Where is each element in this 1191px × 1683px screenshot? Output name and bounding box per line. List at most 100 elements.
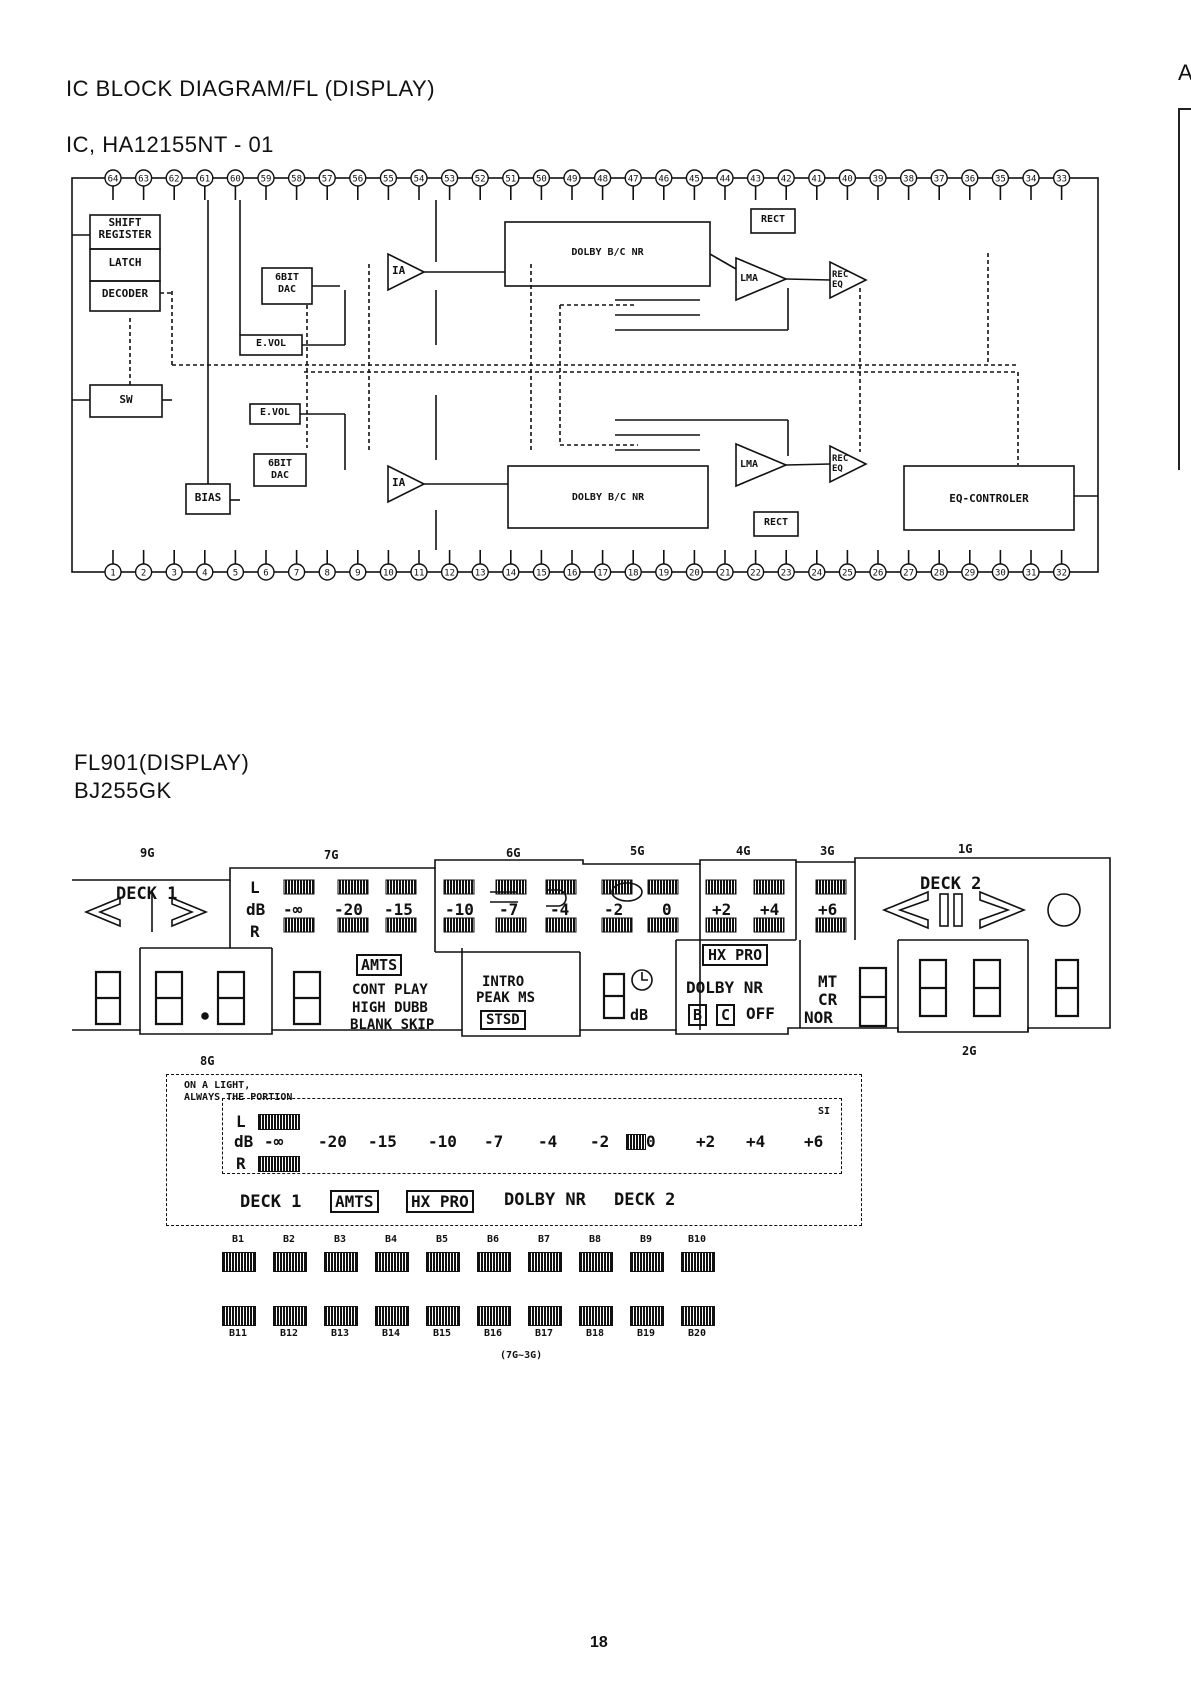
latch-label: LATCH [108, 256, 142, 269]
svg-text:1: 1 [110, 569, 115, 579]
bar-item-b3: B3 [322, 1234, 358, 1284]
bar-item-b9: B9 [628, 1234, 664, 1284]
meter-bar-l-6 [545, 879, 577, 895]
bar-item-segment [528, 1306, 562, 1326]
svg-text:23: 23 [781, 569, 792, 579]
c-label: C [716, 1004, 736, 1026]
bar-item-segment [222, 1252, 256, 1272]
svg-text:14: 14 [505, 569, 516, 579]
bar-item-segment [375, 1306, 409, 1326]
svg-text:55: 55 [383, 175, 394, 185]
bar-item-label: B13 [330, 1328, 350, 1339]
pin-38: 38 [899, 169, 918, 187]
pin-62: 62 [165, 169, 183, 187]
meter-bar-r-1 [283, 917, 315, 933]
svg-text:27: 27 [903, 569, 914, 579]
bar-item-segment [375, 1252, 409, 1272]
ia-top-label: IA [392, 264, 406, 277]
legend-p4: +4 [746, 1132, 766, 1151]
pin-54: 54 [410, 169, 428, 187]
pin-10: 10 [379, 563, 398, 581]
evol-bot-label: E.VOL [259, 407, 291, 418]
pin-35: 35 [991, 169, 1010, 187]
bar-item-label: B11 [228, 1328, 248, 1339]
pin-44: 44 [716, 169, 734, 187]
bar-item-b12: B12 [271, 1294, 307, 1344]
pin-18: 18 [624, 563, 642, 581]
bar-item-segment [630, 1306, 664, 1326]
svg-text:6: 6 [263, 569, 268, 579]
decoder-label: DECODER [101, 287, 149, 300]
svg-text:50: 50 [536, 175, 547, 185]
legend-inner-box [222, 1098, 842, 1174]
bar-item-b7: B7 [526, 1234, 562, 1284]
legend-bar-r [258, 1156, 300, 1172]
cont-play-label: CONT PLAY [352, 982, 428, 998]
pin-14: 14 [502, 563, 520, 581]
sw-label: SW [119, 393, 133, 406]
svg-text:30: 30 [995, 569, 1006, 579]
svg-text:24: 24 [811, 569, 822, 579]
meter-bar-l-3 [385, 879, 417, 895]
right-edge-letter: A [1178, 60, 1191, 85]
meter-bar-r-6 [545, 917, 577, 933]
bar-item-label: B2 [282, 1234, 296, 1245]
bar-item-label: B7 [537, 1234, 551, 1245]
bar-item-label: B18 [585, 1328, 605, 1339]
bar-item-b8: B8 [577, 1234, 613, 1284]
legend-m2: -2 [590, 1132, 610, 1151]
svg-text:25: 25 [842, 569, 853, 579]
svg-text:51: 51 [505, 175, 516, 185]
bar-item-label: B17 [534, 1328, 554, 1339]
meter-l: L [250, 878, 260, 897]
peak-ms-label: PEAK MS [476, 990, 536, 1006]
svg-text:18: 18 [628, 569, 639, 579]
pin-55: 55 [379, 169, 398, 187]
bar-item-label: B9 [639, 1234, 653, 1245]
bar-item-b6: B6 [475, 1234, 511, 1284]
nor-label: NOR [804, 1008, 833, 1027]
legend-r: R [236, 1154, 246, 1173]
fl-part-label: BJ255GK [74, 778, 172, 803]
svg-text:44: 44 [720, 175, 731, 185]
pin-33: 33 [1052, 169, 1071, 187]
grid-9g: 9G [140, 846, 155, 860]
intro-label: INTRO [482, 974, 525, 990]
bar-item-segment [273, 1306, 307, 1326]
meter-bar-l-2 [337, 879, 369, 895]
svg-text:38: 38 [903, 175, 914, 185]
bar-item-b14: B14 [373, 1294, 409, 1344]
svg-text:63: 63 [138, 175, 149, 185]
hx-pro-label: HX PRO [702, 944, 769, 966]
bar-item-b1: B1 [220, 1234, 256, 1284]
bar-item-label: B1 [231, 1234, 245, 1245]
grid-8g: 8G [200, 1054, 215, 1068]
legend-box [166, 1074, 862, 1226]
bar-item-label: B16 [483, 1328, 503, 1339]
page-title: IC BLOCK DIAGRAM/FL (DISPLAY) [66, 76, 436, 101]
bar-item-label: B19 [636, 1328, 656, 1339]
meter-m20: -20 [334, 900, 363, 919]
meter-p4: +4 [760, 900, 780, 919]
meter-bar-l-1 [283, 879, 315, 895]
bar-item-b4: B4 [373, 1234, 409, 1284]
deck2-label: DECK 2 [920, 874, 982, 894]
bar-item-label: B5 [435, 1234, 449, 1245]
svg-text:10: 10 [383, 569, 394, 579]
pin-23: 23 [777, 563, 795, 581]
page-number: 18 [590, 1634, 608, 1651]
svg-text:45: 45 [689, 175, 700, 185]
grid-5g: 5G [630, 844, 645, 858]
pin-26: 26 [869, 563, 887, 581]
right-edge-line [1178, 108, 1191, 470]
meter-p2: +2 [712, 900, 732, 919]
bar-item-segment [324, 1252, 358, 1272]
pin-6: 6 [257, 563, 275, 581]
svg-text:26: 26 [873, 569, 884, 579]
bar-item-segment [681, 1252, 715, 1272]
bar-item-label: B10 [687, 1234, 707, 1245]
svg-text:8: 8 [324, 569, 329, 579]
svg-text:62: 62 [169, 175, 180, 185]
bar-item-segment [579, 1252, 613, 1272]
svg-text:64: 64 [108, 175, 119, 185]
